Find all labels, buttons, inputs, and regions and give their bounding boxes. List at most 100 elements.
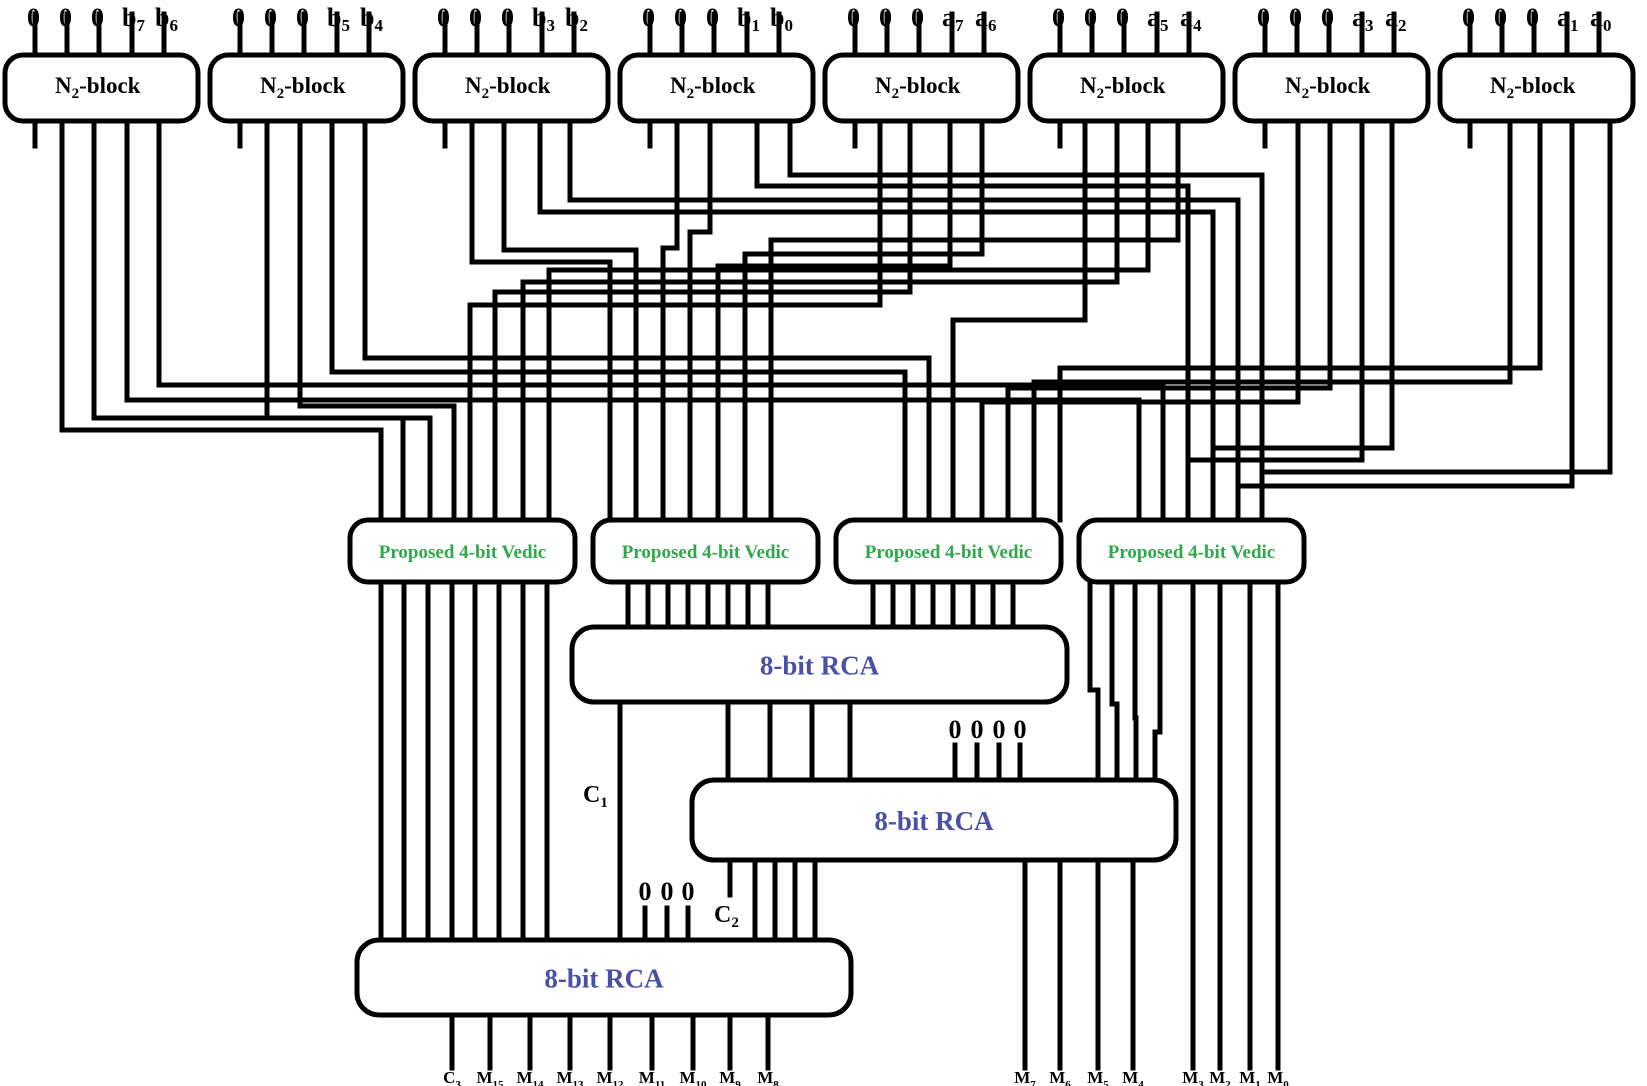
input-zero-label: 0 <box>847 3 860 32</box>
rca-block-label: 8-bit RCA <box>544 964 664 994</box>
n2-block-label-rest: -block <box>694 73 756 98</box>
input-bit-label: b6 <box>155 3 178 35</box>
input-zero-label: 0 <box>296 3 309 32</box>
input-bit-label-sub: 4 <box>1193 16 1202 35</box>
input-bit-label-main: a <box>1385 3 1398 32</box>
n2-block <box>1027 52 1226 124</box>
carry-c2-label: C2 <box>714 902 739 931</box>
n2-block-label-main: N <box>1490 73 1507 98</box>
n2-block-label: N2-block <box>465 73 551 102</box>
input-bit-label-main: a <box>942 3 955 32</box>
output-label: M11 <box>639 1068 665 1086</box>
output-label: M3 <box>1182 1068 1204 1086</box>
input-bit-label-main: b <box>360 3 374 32</box>
input-bit-label: a5 <box>1147 3 1169 35</box>
output-label-sub: 8 <box>773 1079 779 1086</box>
input-bit-label: a3 <box>1352 3 1374 35</box>
input-zero-label-main: 0 <box>911 3 924 32</box>
output-label: C3 <box>443 1068 461 1086</box>
output-label-main: M <box>1239 1068 1255 1086</box>
rca2-zero-label: 0 <box>949 715 962 744</box>
rca3-zero-label: 0 <box>639 877 652 906</box>
input-zero-label-main: 0 <box>59 3 72 32</box>
route-wire <box>1005 118 1333 523</box>
input-zero-label-main: 0 <box>1116 3 1129 32</box>
input-bit-label-sub: 6 <box>988 16 997 35</box>
route-wire <box>467 118 883 523</box>
input-zero-label-main: 0 <box>264 3 277 32</box>
input-zero-label: 0 <box>1084 3 1097 32</box>
n2-block-label-main: N <box>875 73 892 98</box>
output-label: M4 <box>1122 1068 1144 1086</box>
input-zero-label: 0 <box>1494 3 1507 32</box>
output-label-sub: 9 <box>735 1079 741 1086</box>
route-wire <box>91 118 406 523</box>
output-label: M2 <box>1209 1068 1231 1086</box>
input-bit-label-main: b <box>737 3 751 32</box>
output-label: M5 <box>1087 1068 1109 1086</box>
input-bit-label-sub: 7 <box>955 16 964 35</box>
input-zero-label-main: 0 <box>1084 3 1097 32</box>
n2-block-label-rest: -block <box>489 73 551 98</box>
n2-block-label-sub: 2 <box>1302 86 1310 102</box>
output-label-sub: 12 <box>613 1079 625 1086</box>
input-bit-label-main: a <box>1590 3 1603 32</box>
input-bit-label-sub: 2 <box>1398 16 1407 35</box>
output-label-main: M <box>476 1068 492 1086</box>
route-wire <box>742 118 985 523</box>
rca2-zero-label: 0 <box>971 715 984 744</box>
input-bit-label-main: b <box>327 3 341 32</box>
route-wire <box>297 118 457 523</box>
input-bit-label: b2 <box>565 3 588 35</box>
input-bit-label: a0 <box>1590 3 1612 35</box>
rca-block-label: 8-bit RCA <box>874 806 994 836</box>
input-zero-label: 0 <box>437 3 450 32</box>
output-label-sub: 3 <box>455 1079 461 1086</box>
vedic-block-label: Proposed 4-bit Vedic <box>1108 542 1276 563</box>
input-bit-label-sub: 3 <box>1365 16 1374 35</box>
n2-block-label-main: N <box>55 73 72 98</box>
input-zero-label-main: 0 <box>296 3 309 32</box>
input-zero-label: 0 <box>1116 3 1129 32</box>
route-wire <box>59 118 384 523</box>
input-bit-label: a2 <box>1385 3 1407 35</box>
input-zero-label: 0 <box>1052 3 1065 32</box>
route-wire <box>501 118 639 523</box>
rca2-zero-label: 0 <box>993 715 1006 744</box>
route-wire <box>362 118 932 523</box>
output-label-sub: 6 <box>1065 1079 1071 1086</box>
route-wire <box>1210 118 1395 523</box>
route-wire <box>660 118 680 523</box>
input-zero-label: 0 <box>501 3 514 32</box>
carry-c2-label-sub: 2 <box>731 915 739 931</box>
n2-block-label-rest: -block <box>1309 73 1371 98</box>
n2-block <box>1437 52 1636 124</box>
n2-block <box>412 52 611 124</box>
output-label: M13 <box>556 1068 584 1086</box>
output-label: M15 <box>476 1068 504 1086</box>
input-zero-label: 0 <box>59 3 72 32</box>
output-label-sub: 10 <box>696 1079 708 1086</box>
output-label-sub: 11 <box>655 1079 665 1086</box>
input-bit-label-sub: 5 <box>1160 16 1169 35</box>
input-bit-label-sub: 4 <box>374 16 383 35</box>
route-wire <box>520 118 1120 523</box>
block-layer <box>2 52 1636 1018</box>
output-label-sub: 3 <box>1198 1079 1204 1086</box>
n2-block-label-rest: -block <box>1514 73 1576 98</box>
rca-block <box>354 937 854 1018</box>
vedic-block-label: Proposed 4-bit Vedic <box>379 542 547 563</box>
input-bit-label-main: a <box>1147 3 1160 32</box>
input-zero-label: 0 <box>232 3 245 32</box>
input-zero-label-main: 0 <box>501 3 514 32</box>
input-bit-label-sub: 1 <box>751 16 760 35</box>
input-zero-label-main: 0 <box>706 3 719 32</box>
input-zero-label-main: 0 <box>232 3 245 32</box>
output-label-sub: 4 <box>1138 1079 1144 1086</box>
route-wire <box>567 118 1241 523</box>
n2-block-label: N2-block <box>670 73 756 102</box>
output-label-main: M <box>719 1068 735 1086</box>
input-bit-label-main: b <box>532 3 546 32</box>
output-label-sub: 1 <box>1255 1079 1261 1086</box>
